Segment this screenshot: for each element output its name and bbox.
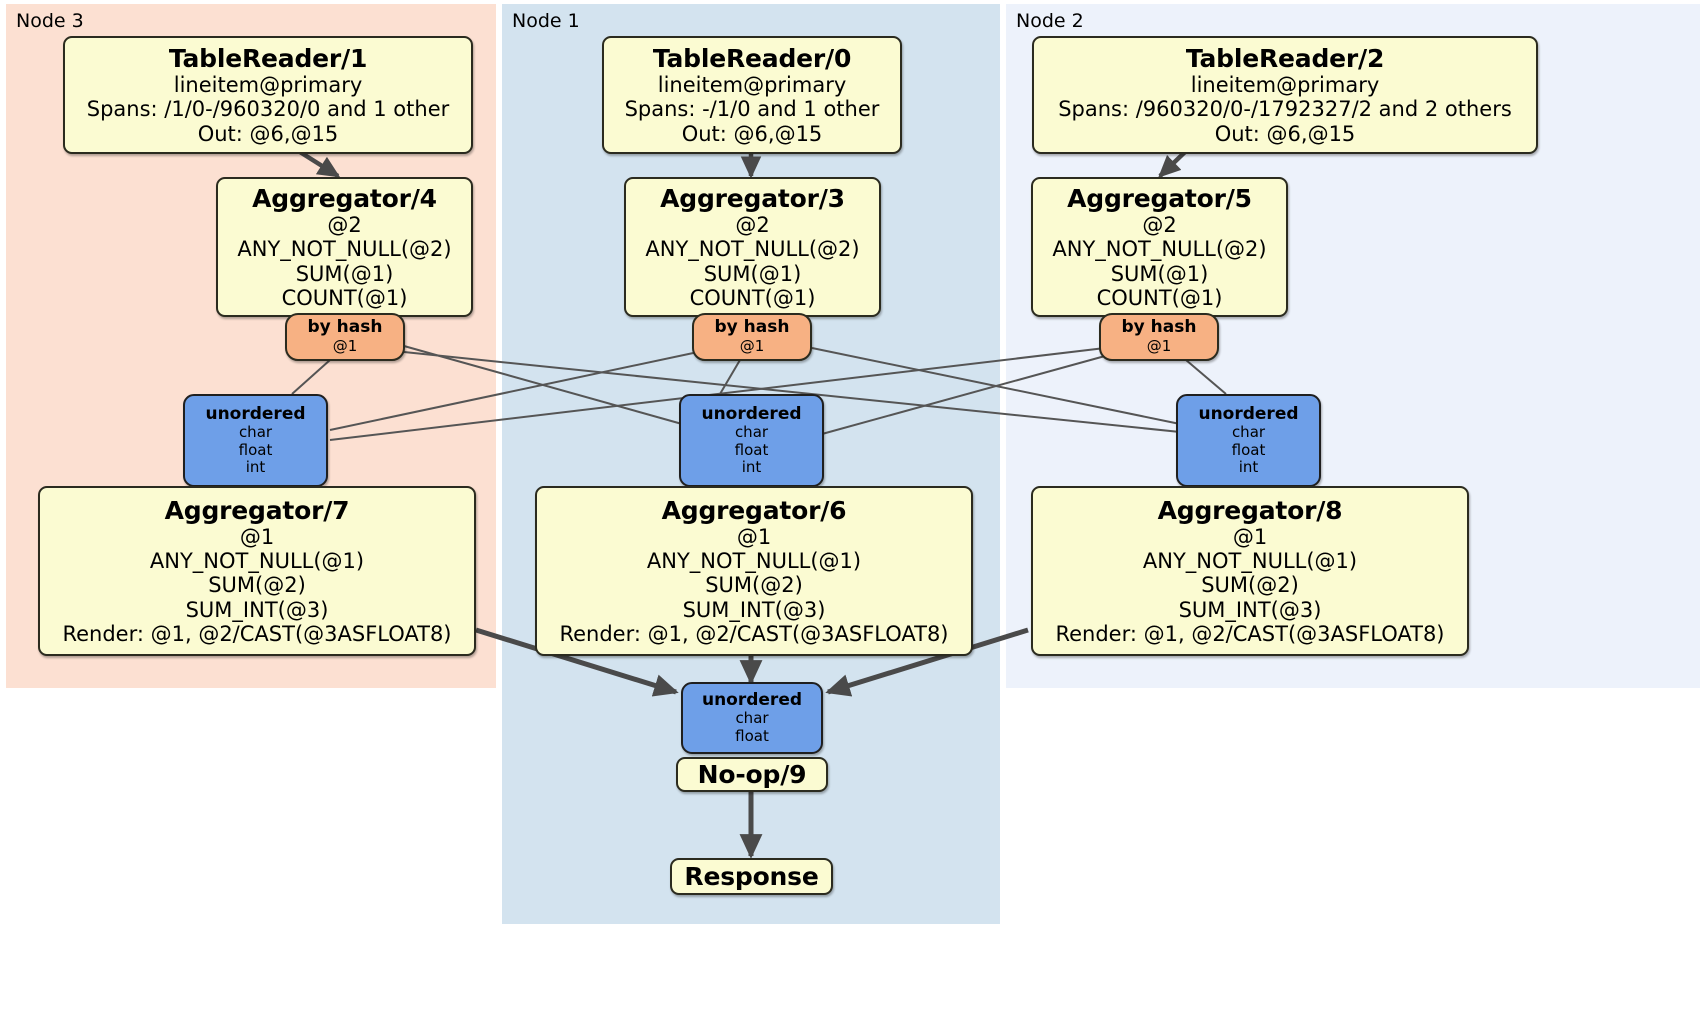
router-title: by hash bbox=[714, 317, 790, 338]
node-detail-line: @2 bbox=[1142, 212, 1177, 237]
synchronizer-type-line: char bbox=[735, 709, 769, 728]
synchronizer-unordered-mid[interactable]: unordered char float int bbox=[679, 394, 824, 487]
node-response[interactable]: Response bbox=[670, 858, 833, 895]
node-title: TableReader/0 bbox=[652, 43, 852, 73]
node-aggregator-5[interactable]: Aggregator/5 @2 ANY_NOT_NULL(@2) SUM(@1)… bbox=[1031, 177, 1288, 317]
synchronizer-unordered-left[interactable]: unordered char float int bbox=[183, 394, 328, 487]
node-detail-line: @2 bbox=[327, 212, 362, 237]
synchronizer-type-line: char bbox=[238, 423, 273, 442]
node-region-label-node3: Node 3 bbox=[16, 10, 84, 32]
node-detail-line: COUNT(@1) bbox=[281, 285, 408, 310]
router-title: by hash bbox=[307, 317, 383, 338]
node-detail-line: lineitem@primary bbox=[657, 72, 847, 97]
node-detail-line: SUM_INT(@3) bbox=[1178, 597, 1322, 622]
node-region-label-node2: Node 2 bbox=[1016, 10, 1084, 32]
node-detail-line: Out: @6,@15 bbox=[1214, 121, 1356, 146]
node-detail-line: ANY_NOT_NULL(@2) bbox=[1052, 237, 1267, 262]
node-region-label-node1: Node 1 bbox=[512, 10, 580, 32]
node-detail-line: SUM(@1) bbox=[295, 261, 394, 286]
node-aggregator-3[interactable]: Aggregator/3 @2 ANY_NOT_NULL(@2) SUM(@1)… bbox=[624, 177, 881, 317]
node-detail-line: SUM(@2) bbox=[705, 573, 803, 598]
synchronizer-type-line: float bbox=[735, 726, 769, 745]
node-title: Aggregator/7 bbox=[164, 495, 350, 525]
node-title: No-op/9 bbox=[697, 760, 807, 789]
node-detail-line: @2 bbox=[735, 212, 770, 237]
node-detail-line: SUM(@2) bbox=[1201, 573, 1299, 598]
node-detail-line: SUM(@2) bbox=[208, 573, 306, 598]
synchronizer-type-line: float bbox=[734, 440, 769, 459]
router-title: by hash bbox=[1121, 317, 1197, 338]
node-render-line: Render: @1, @2/CAST(@3ASFLOAT8) bbox=[559, 622, 949, 647]
router-detail-line: @1 bbox=[332, 337, 358, 356]
node-render-line: Render: @1, @2/CAST(@3ASFLOAT8) bbox=[1055, 622, 1445, 647]
node-detail-line: Spans: /960320/0-/1792327/2 and 2 others bbox=[1058, 97, 1512, 122]
synchronizer-type-line: int bbox=[1238, 458, 1259, 477]
node-title: Aggregator/6 bbox=[661, 495, 847, 525]
node-title: TableReader/1 bbox=[168, 43, 368, 73]
node-detail-line: COUNT(@1) bbox=[689, 285, 816, 310]
synchronizer-title: unordered bbox=[205, 403, 306, 424]
synchronizer-type-line: char bbox=[734, 423, 769, 442]
router-detail-line: @1 bbox=[739, 337, 765, 356]
synchronizer-unordered-final[interactable]: unordered char float bbox=[681, 682, 823, 754]
node-detail-line: Spans: /1/0-/960320/0 and 1 other bbox=[86, 97, 450, 122]
node-title: Response bbox=[684, 862, 819, 891]
node-title: Aggregator/3 bbox=[660, 183, 845, 213]
node-table-reader-2[interactable]: TableReader/2 lineitem@primary Spans: /9… bbox=[1032, 36, 1538, 154]
node-detail-line: SUM_INT(@3) bbox=[185, 597, 329, 622]
node-detail-line: @1 bbox=[239, 524, 275, 549]
node-detail-line: @1 bbox=[1232, 524, 1268, 549]
synchronizer-unordered-right[interactable]: unordered char float int bbox=[1176, 394, 1321, 487]
node-detail-line: lineitem@primary bbox=[1190, 72, 1380, 97]
node-detail-line: lineitem@primary bbox=[173, 72, 363, 97]
node-aggregator-4[interactable]: Aggregator/4 @2 ANY_NOT_NULL(@2) SUM(@1)… bbox=[216, 177, 473, 317]
synchronizer-type-line: int bbox=[245, 458, 266, 477]
node-detail-line: Spans: -/1/0 and 1 other bbox=[624, 97, 880, 122]
node-no-op-9[interactable]: No-op/9 bbox=[676, 757, 828, 792]
synchronizer-title: unordered bbox=[701, 689, 803, 710]
node-detail-line: Out: @6,@15 bbox=[197, 121, 339, 146]
node-detail-line: ANY_NOT_NULL(@1) bbox=[646, 548, 862, 573]
node-detail-line: @1 bbox=[736, 524, 772, 549]
node-aggregator-6[interactable]: Aggregator/6 @1 ANY_NOT_NULL(@1) SUM(@2)… bbox=[535, 486, 973, 656]
node-detail-line: ANY_NOT_NULL(@1) bbox=[149, 548, 365, 573]
node-detail-line: ANY_NOT_NULL(@2) bbox=[645, 237, 860, 262]
router-by-hash-mid[interactable]: by hash @1 bbox=[692, 313, 812, 361]
node-detail-line: SUM(@1) bbox=[1110, 261, 1209, 286]
node-detail-line: Out: @6,@15 bbox=[681, 121, 823, 146]
node-aggregator-8[interactable]: Aggregator/8 @1 ANY_NOT_NULL(@1) SUM(@2)… bbox=[1031, 486, 1469, 656]
node-render-line: Render: @1, @2/CAST(@3ASFLOAT8) bbox=[62, 622, 452, 647]
synchronizer-title: unordered bbox=[1198, 403, 1299, 424]
node-detail-line: ANY_NOT_NULL(@2) bbox=[237, 237, 452, 262]
router-by-hash-left[interactable]: by hash @1 bbox=[285, 313, 405, 361]
node-table-reader-1[interactable]: TableReader/1 lineitem@primary Spans: /1… bbox=[63, 36, 473, 154]
node-detail-line: ANY_NOT_NULL(@1) bbox=[1142, 548, 1358, 573]
node-detail-line: SUM(@1) bbox=[703, 261, 802, 286]
node-title: Aggregator/5 bbox=[1067, 183, 1252, 213]
node-title: Aggregator/4 bbox=[252, 183, 437, 213]
synchronizer-title: unordered bbox=[701, 403, 802, 424]
node-title: Aggregator/8 bbox=[1157, 495, 1343, 525]
synchronizer-type-line: int bbox=[741, 458, 762, 477]
node-table-reader-0[interactable]: TableReader/0 lineitem@primary Spans: -/… bbox=[602, 36, 902, 154]
synchronizer-type-line: float bbox=[1231, 440, 1266, 459]
synchronizer-type-line: float bbox=[238, 440, 273, 459]
router-by-hash-right[interactable]: by hash @1 bbox=[1099, 313, 1219, 361]
node-detail-line: COUNT(@1) bbox=[1096, 285, 1223, 310]
synchronizer-type-line: char bbox=[1231, 423, 1266, 442]
router-detail-line: @1 bbox=[1146, 337, 1172, 356]
node-title: TableReader/2 bbox=[1185, 43, 1385, 73]
node-aggregator-7[interactable]: Aggregator/7 @1 ANY_NOT_NULL(@1) SUM(@2)… bbox=[38, 486, 476, 656]
node-detail-line: SUM_INT(@3) bbox=[682, 597, 826, 622]
